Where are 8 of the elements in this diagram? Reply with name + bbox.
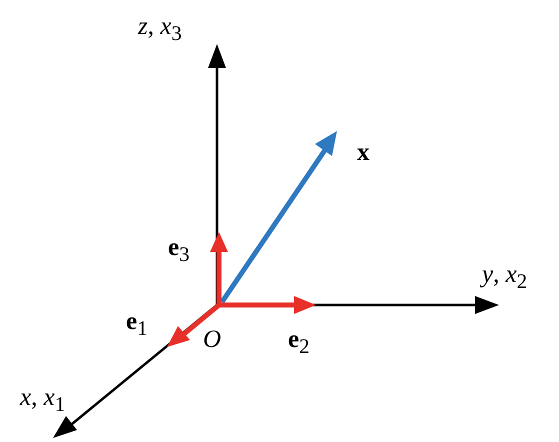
axis-label: x, x$_{1}$ [20,385,66,415]
axis-label: y, x$_{2}$ [482,262,528,292]
basis-vector-label: e$_{1}$ [126,309,148,339]
basis-vector-label: e$_{3}$ [168,235,190,265]
origin-label: O [203,327,222,352]
basis-vector-label: e$_{2}$ [288,327,310,357]
axis-label: z, x$_{3}$ [138,14,182,44]
vector-label: x [357,140,370,165]
